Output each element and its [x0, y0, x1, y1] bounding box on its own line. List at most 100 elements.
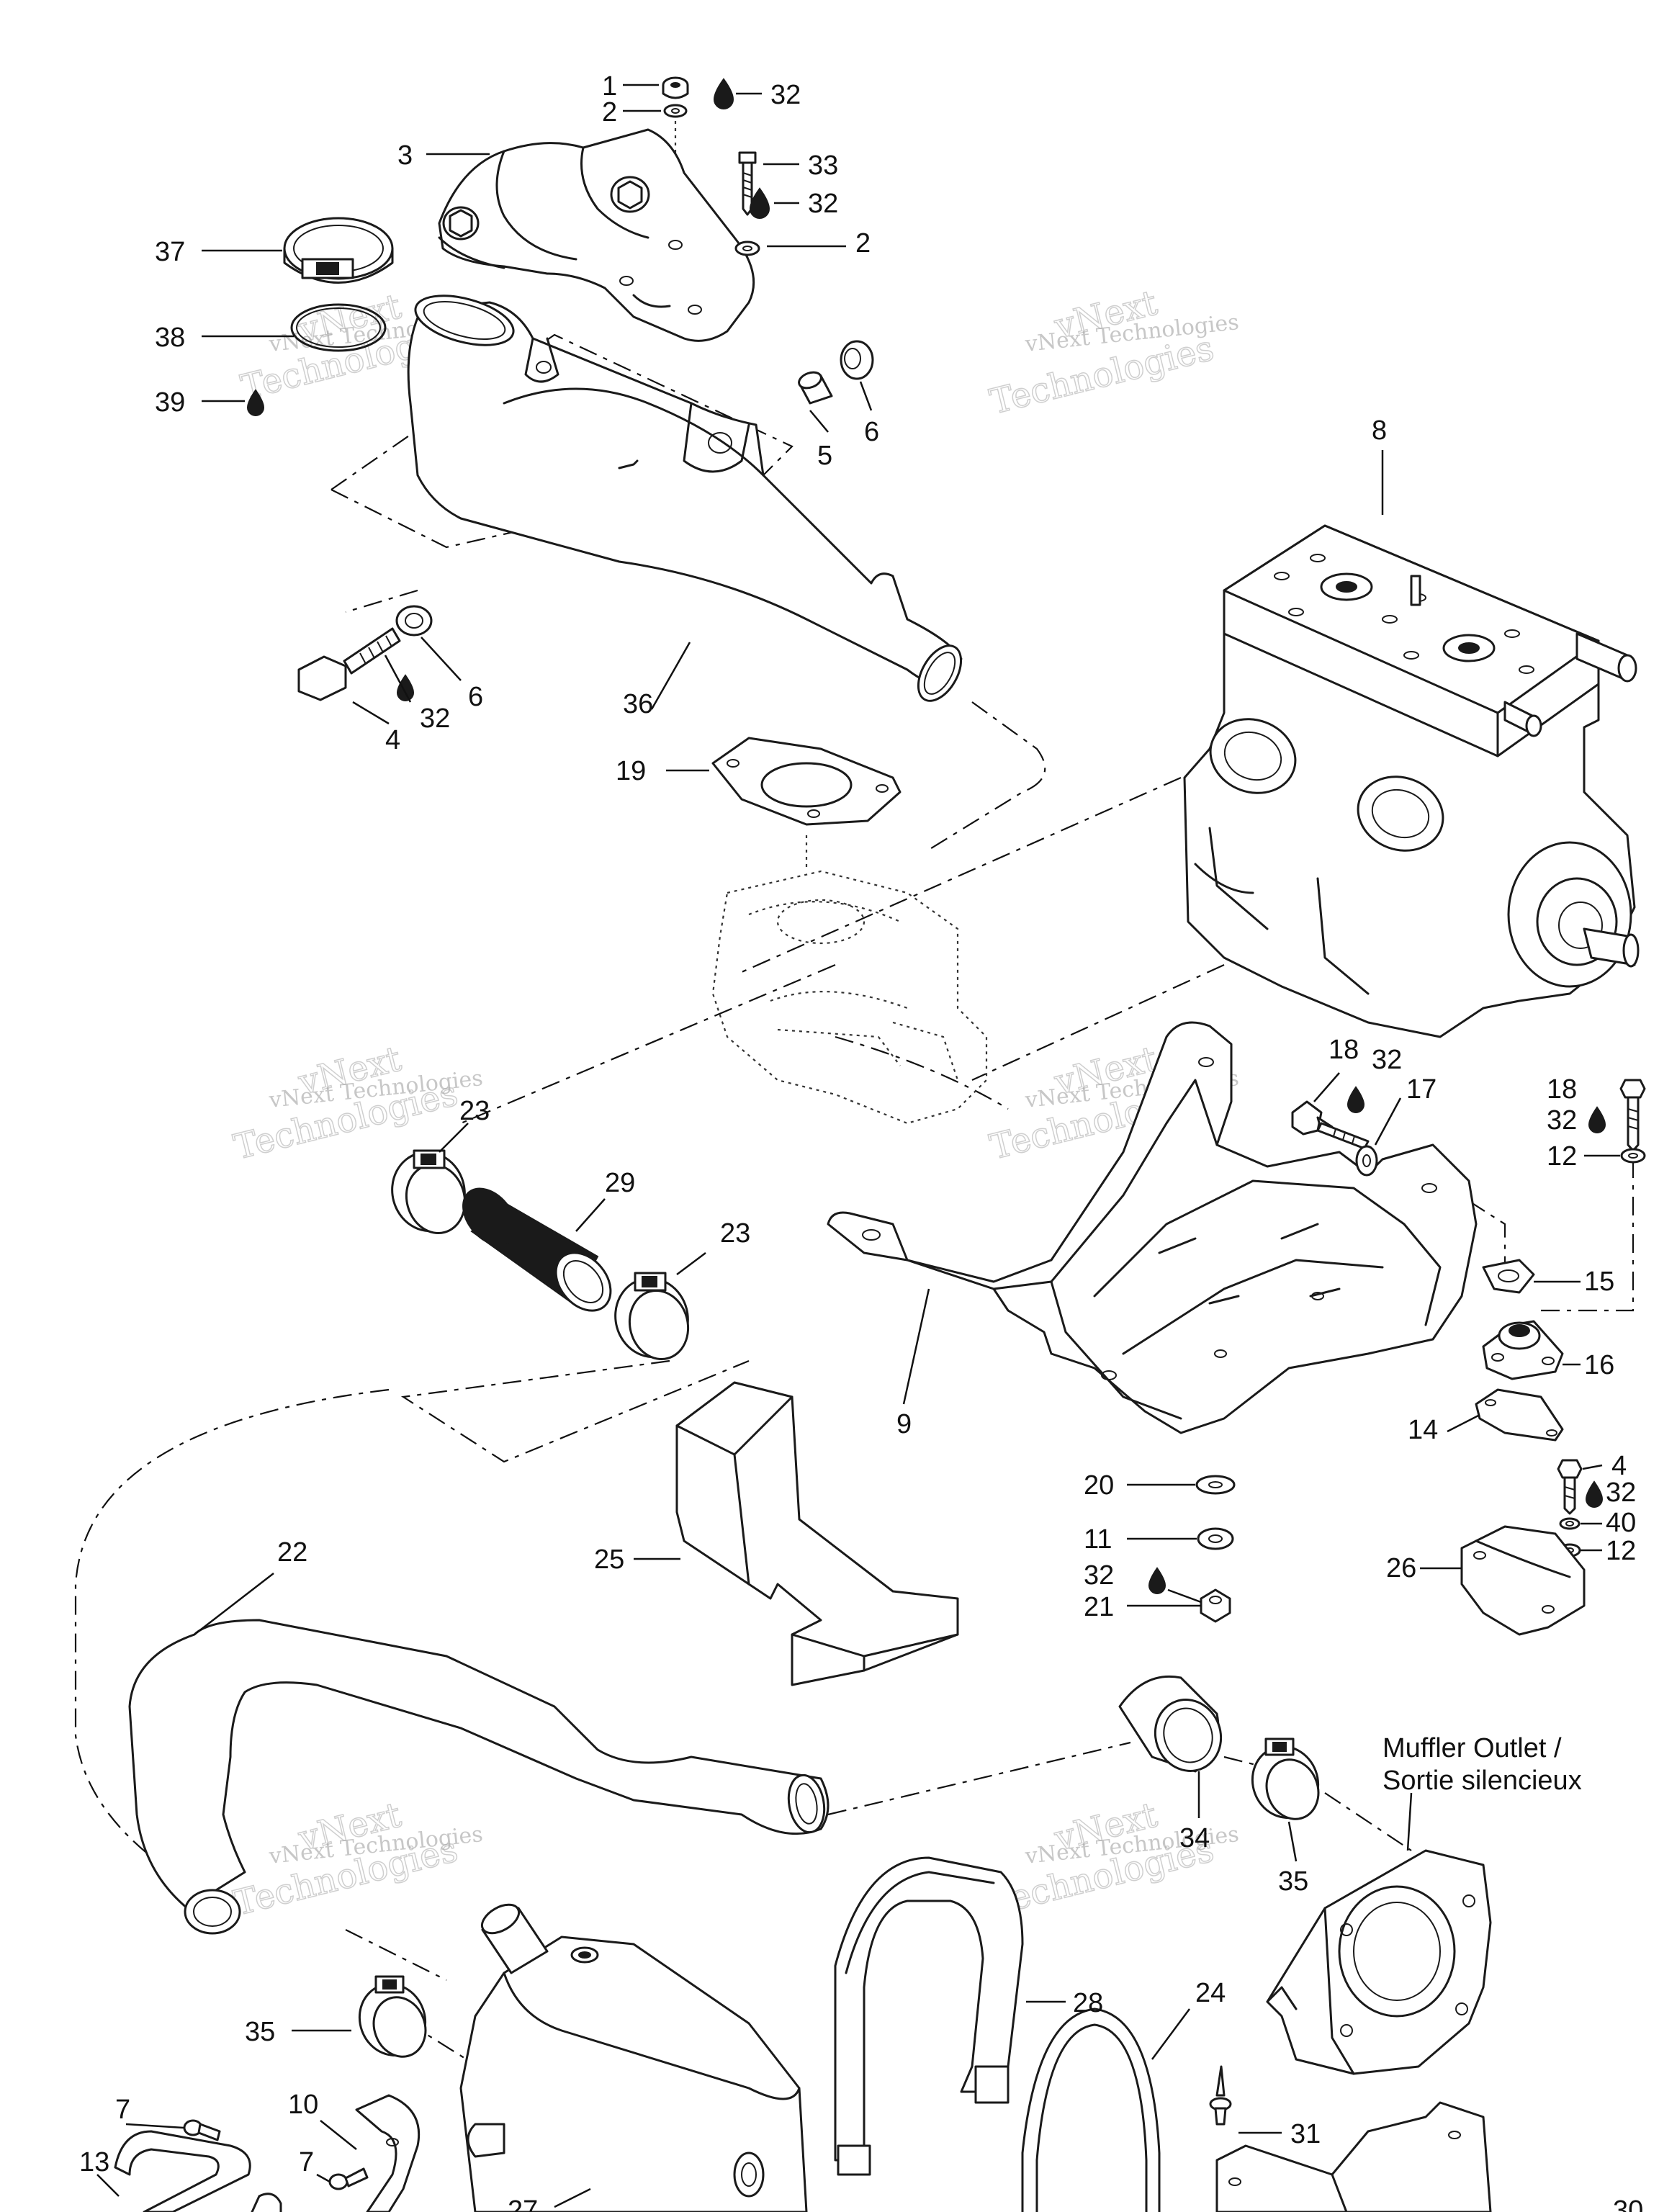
callout-26: 26 [1386, 1553, 1416, 1583]
callout-2: 2 [855, 228, 871, 258]
callout-39: 39 [155, 387, 185, 418]
sealant-drop-icon [246, 389, 265, 416]
clamp-part-23-top [391, 1149, 467, 1235]
callout-labels: 1 32 2 3 33 32 2 37 38 39 5 6 8 6 4 32 3… [79, 71, 1643, 2212]
bolt-part-18-right [1619, 1079, 1646, 1152]
hose-fragment-bottom-left [251, 2193, 282, 2212]
screw-part-7-left [183, 2119, 221, 2141]
grommet-part-6 [395, 605, 433, 637]
sealant-drop-icon [1346, 1086, 1365, 1113]
washer-part-17 [1355, 1145, 1378, 1177]
bracket-part-13 [114, 2130, 251, 2212]
callout-27: 27 [508, 2195, 538, 2212]
callout-6: 6 [864, 417, 879, 447]
callout-4: 4 [385, 725, 400, 755]
coupling-part-34 [1118, 1675, 1223, 1773]
callout-32: 32 [1372, 1045, 1402, 1075]
callout-35: 35 [1278, 1866, 1308, 1897]
muffler-part-27 [459, 1903, 808, 2212]
callout-38: 38 [155, 323, 185, 353]
lock-washer-part-40 [1559, 1517, 1581, 1530]
muffler-outlet-note: Muffler Outlet / Sortie silencieux [1382, 1733, 1582, 1796]
callout-30: 30 [1613, 2195, 1643, 2212]
callout-23: 23 [459, 1096, 490, 1126]
washer-part-2-top [663, 104, 688, 118]
engine-part-8 [1183, 524, 1640, 1038]
callout-40: 40 [1606, 1508, 1636, 1538]
muffler-outlet [1266, 1849, 1492, 2075]
sealant-drop-icon [749, 187, 770, 219]
washer-part-12-top [1620, 1148, 1646, 1164]
bolt-part-33 [738, 151, 757, 216]
clamp-part-35-right [1251, 1737, 1320, 1820]
callout-9: 9 [896, 1409, 912, 1439]
callout-18: 18 [1328, 1035, 1359, 1065]
hose-part-29 [462, 1187, 612, 1312]
callout-15: 15 [1584, 1267, 1614, 1297]
callout-7: 7 [299, 2147, 314, 2177]
clamp-part-35-left [358, 1975, 427, 2058]
callout-32: 32 [770, 80, 801, 110]
sealant-drop-icon [1148, 1567, 1166, 1594]
callout-3: 3 [397, 140, 413, 171]
washer-part-2 [734, 240, 760, 256]
bolt-part-4-left [297, 627, 401, 701]
reference-housing [711, 835, 988, 1125]
sealant-drops [246, 78, 1606, 1594]
callout-29: 29 [605, 1168, 635, 1198]
callout-14: 14 [1408, 1415, 1438, 1445]
gasket-part-19 [711, 737, 902, 826]
sealant-drop-icon [1588, 1106, 1606, 1133]
clamp-part-23-bottom [614, 1272, 690, 1361]
callout-13: 13 [79, 2147, 109, 2177]
callout-7: 7 [115, 2095, 130, 2125]
ring-part-38 [290, 303, 387, 352]
hose-part-22 [128, 1619, 830, 1935]
callout-11: 11 [1084, 1524, 1112, 1555]
callout-31: 31 [1290, 2119, 1321, 2149]
callout-12: 12 [1606, 1536, 1636, 1566]
callout-21: 21 [1084, 1592, 1114, 1622]
bracket-part-30 [1215, 2101, 1492, 2212]
grommet-part-6-top [840, 340, 874, 380]
strap-part-28 [834, 1856, 1024, 2176]
callout-20: 20 [1084, 1470, 1114, 1501]
sleeve-part-5 [798, 371, 833, 405]
exhaust-pipe-part-36 [407, 295, 963, 702]
nut-part-1 [662, 76, 689, 99]
washer-part-20 [1195, 1475, 1236, 1495]
sealant-drop-icon [396, 674, 415, 701]
callout-32: 32 [420, 703, 450, 734]
callout-6: 6 [468, 682, 483, 712]
muffler-outlet-label-line-2: Sortie silencieux [1382, 1766, 1582, 1796]
callout-35: 35 [245, 2017, 275, 2047]
washer-part-11 [1197, 1527, 1234, 1550]
clamp-part-37 [283, 217, 394, 284]
callout-33: 33 [808, 150, 838, 181]
callout-22: 22 [277, 1537, 307, 1568]
callout-10: 10 [288, 2090, 318, 2120]
leader-lines [96, 84, 1620, 2208]
sealant-drop-icon [1585, 1480, 1604, 1508]
callout-16: 16 [1584, 1350, 1614, 1380]
callout-32: 32 [808, 189, 838, 219]
callout-2: 2 [602, 97, 617, 127]
tab-part-15 [1482, 1259, 1535, 1294]
nut-part-21 [1200, 1588, 1231, 1623]
plate-part-14 [1475, 1388, 1564, 1442]
exhaust-manifold-part-3 [438, 128, 755, 342]
callout-5: 5 [817, 441, 832, 471]
muffler-outlet-label-line-1: Muffler Outlet / [1382, 1733, 1562, 1763]
callout-23: 23 [720, 1218, 750, 1249]
rivet-part-31 [1209, 2065, 1232, 2126]
callout-34: 34 [1179, 1823, 1210, 1853]
bracket-part-10 [355, 2094, 421, 2212]
callout-1: 1 [602, 71, 617, 102]
band-part-24 [1021, 2008, 1161, 2212]
sealant-drop-icon [713, 78, 734, 109]
callout-32: 32 [1606, 1478, 1636, 1508]
callout-32: 32 [1547, 1105, 1577, 1136]
callout-25: 25 [594, 1545, 624, 1575]
callout-32: 32 [1084, 1560, 1114, 1591]
